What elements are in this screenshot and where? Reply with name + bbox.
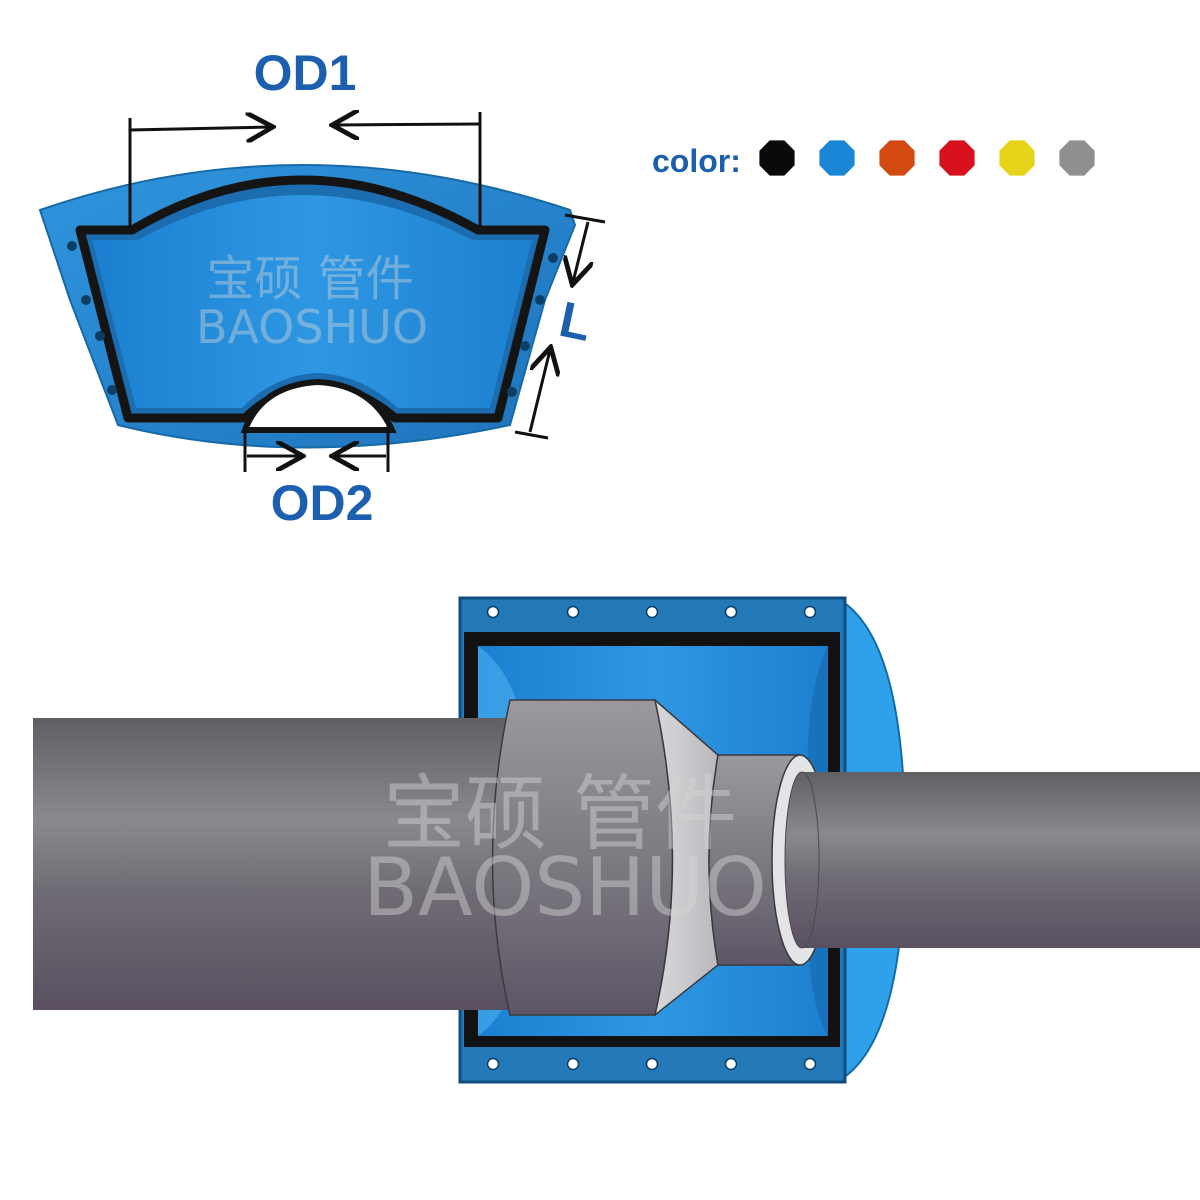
installed-clamp-illustration [33,596,1200,1084]
bolt-hole [724,605,738,619]
bolt-hole [803,605,817,619]
bolt-row-top [486,605,817,619]
color-options: color: [652,140,1095,179]
od2-dimension: OD2 [243,425,390,531]
small-pipe-edge [784,771,820,949]
color-label: color: [652,143,741,179]
od1-label: OD1 [254,45,357,101]
watermark-latin: BAOSHUO [196,300,428,354]
clamp-half-illustration [38,164,577,449]
bolt-hole [507,387,517,397]
color-swatch-list [759,140,1095,176]
od2-label: OD2 [271,475,374,531]
bolt-hole [107,385,117,395]
color-swatch-red [939,140,975,176]
color-swatch-orange [879,140,915,176]
bolt-hole [803,1057,817,1071]
watermark-top: 宝硕 管件 BAOSHUO [196,251,428,354]
bolt-hole [566,605,580,619]
bolt-hole [520,341,530,351]
color-swatch-blue [819,140,855,176]
bolt-hole [81,295,91,305]
color-swatch-gray [1059,140,1095,176]
bolt-hole [645,1057,659,1071]
length-label: L [555,291,597,352]
bolt-hole [548,253,558,263]
bolt-hole [535,295,545,305]
watermark-bottom: 宝硕 管件 BAOSHUO [363,767,767,934]
od1-dimension: OD1 [128,45,482,228]
small-pipe [790,772,1200,948]
bolt-row-bottom [486,1057,817,1071]
bolt-hole [486,605,500,619]
small-bore-cutout [240,378,397,433]
large-pipe [33,718,518,1010]
bolt-hole [566,1057,580,1071]
color-swatch-yellow [999,140,1035,176]
watermark-chinese: 宝硕 管件 [383,767,737,862]
bolt-hole [486,1057,500,1071]
bolt-hole [645,605,659,619]
watermark-chinese: 宝硕 管件 [206,251,413,307]
color-swatch-black [759,140,795,176]
watermark-latin: BAOSHUO [363,841,767,934]
bolt-hole [724,1057,738,1071]
bolt-hole [67,241,77,251]
bolt-hole [95,331,105,341]
clamp-inner-face [92,195,532,408]
